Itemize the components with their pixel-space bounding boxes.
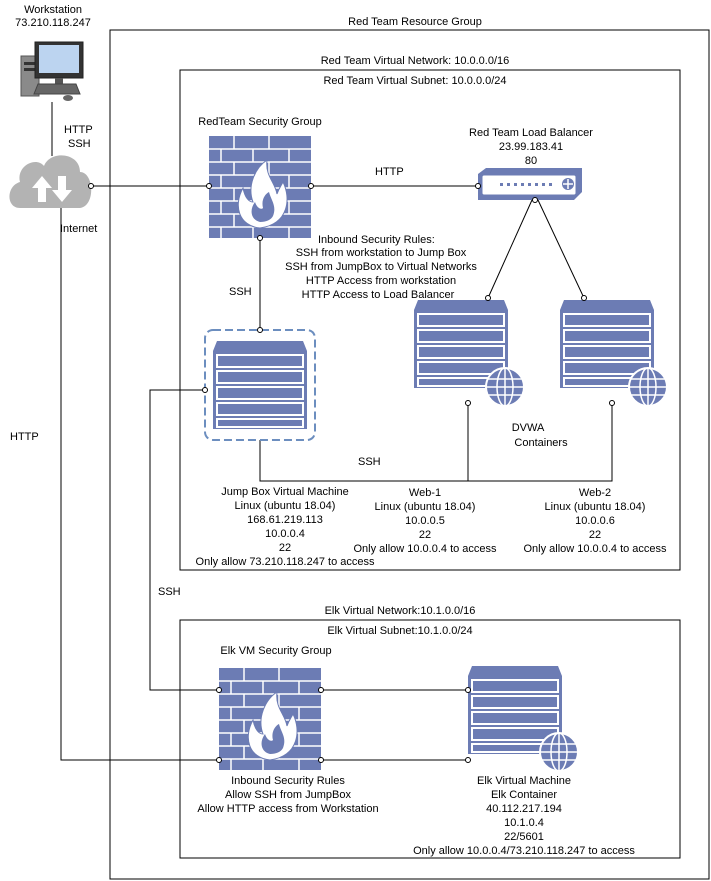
red-team-subnet-label: Red Team Virtual Subnet: 10.0.0.0/24 xyxy=(323,75,506,87)
web2-ip: 10.0.0.6 xyxy=(575,515,615,527)
lb-title: Red Team Load Balancer xyxy=(469,127,593,139)
web1-os: Linux (ubuntu 18.04) xyxy=(375,501,476,513)
jumpbox-access: Only allow 73.210.118.247 to access xyxy=(196,556,375,568)
resource-group-label: Red Team Resource Group xyxy=(348,16,482,28)
web1-access: Only allow 10.0.0.4 to access xyxy=(353,543,497,555)
elk-sg-label: Elk VM Security Group xyxy=(220,645,331,657)
connectors xyxy=(51,102,613,761)
workstation-icon xyxy=(20,41,84,101)
web1-title: Web-1 xyxy=(409,487,441,499)
elk-container-label: Elk Container xyxy=(491,789,557,801)
red-team-vnet-box xyxy=(179,69,681,571)
elk-sg-port-left-bottom xyxy=(216,757,222,763)
web1-globe-icon xyxy=(485,367,525,407)
jumpbox-os: Linux (ubuntu 18.04) xyxy=(235,500,336,512)
inbound-rule-1: SSH from workstation to Jump Box xyxy=(296,247,467,259)
web2-access: Only allow 10.0.0.4 to access xyxy=(523,543,667,555)
web2-port-bottom xyxy=(609,400,615,406)
elk-vm-details: Elk Virtual Machine Elk Container 40.112… xyxy=(413,775,635,857)
web1-port: 22 xyxy=(419,529,431,541)
lb-port: 80 xyxy=(525,155,537,167)
resource-group-box xyxy=(109,29,710,880)
web1-port-bottom xyxy=(465,400,471,406)
dvwa-label-1: DVWA xyxy=(512,422,545,434)
web2-port-top xyxy=(581,295,587,301)
ssh-label-jumpbox-web: SSH xyxy=(358,456,381,468)
lb-ip: 23.99.183.41 xyxy=(499,141,563,153)
elk-vm-port-bottom xyxy=(465,757,471,763)
sg-port-left xyxy=(206,183,212,189)
workstation-ip: 73.210.118.247 xyxy=(15,17,91,29)
jumpbox-details: Jump Box Virtual Machine Linux (ubuntu 1… xyxy=(196,486,375,568)
lb-http-label: HTTP xyxy=(375,166,404,178)
http-label-left: HTTP xyxy=(10,431,39,443)
web2-title: Web-2 xyxy=(579,487,611,499)
workstation-protocol-ssh: SSH xyxy=(68,138,91,150)
web2-globe-icon xyxy=(628,367,668,407)
ssh-label-elk: SSH xyxy=(158,586,181,598)
jumpbox-frame xyxy=(204,329,316,441)
elk-sg-port-right-top xyxy=(318,687,324,693)
ssh-label-sg-jumpbox: SSH xyxy=(229,286,252,298)
lb-port-left xyxy=(475,183,481,189)
elk-vm-private-ip: 10.1.0.4 xyxy=(504,817,544,829)
jumpbox-server-icon xyxy=(212,340,308,430)
elk-vm-public-ip: 40.112.217.194 xyxy=(486,803,562,815)
elk-rules-title: Inbound Security Rules xyxy=(231,775,345,787)
elk-sg-port-right-bottom xyxy=(318,757,324,763)
elk-vnet-label: Elk Virtual Network:10.1.0.0/16 xyxy=(325,605,476,617)
elk-rule-2: Allow HTTP access from Workstation xyxy=(197,803,378,815)
internet-cloud-icon xyxy=(9,155,92,208)
elk-firewall-icon xyxy=(218,667,322,771)
web2-os: Linux (ubuntu 18.04) xyxy=(545,501,646,513)
jumpbox-port: 22 xyxy=(279,542,291,554)
inbound-rules-title: Inbound Security Rules: xyxy=(318,234,435,246)
lb-port-bottom xyxy=(532,197,538,203)
inbound-rule-2: SSH from JumpBox to Virtual Networks xyxy=(285,261,477,273)
red-team-vnet-label: Red Team Virtual Network: 10.0.0.0/16 xyxy=(321,55,510,67)
elk-vm-ports: 22/5601 xyxy=(504,831,544,843)
web2-details: Web-2 Linux (ubuntu 18.04) 10.0.0.6 22 O… xyxy=(523,487,667,555)
workstation-title: Workstation xyxy=(24,4,82,16)
dvwa-label-2: Containers xyxy=(514,437,568,449)
elk-vm-access: Only allow 10.0.0.4/73.210.118.247 to ac… xyxy=(413,845,635,857)
inbound-rule-3: HTTP Access from workstation xyxy=(306,275,456,287)
elk-subnet-label: Elk Virtual Subnet:10.1.0.0/24 xyxy=(327,625,472,637)
sg-port-right xyxy=(308,183,314,189)
load-balancer-icon xyxy=(478,168,582,200)
redteam-sg-label: RedTeam Security Group xyxy=(198,116,322,128)
elk-rule-1: Allow SSH from JumpBox xyxy=(225,789,351,801)
workstation-protocol-http: HTTP xyxy=(64,124,93,136)
elk-globe-icon xyxy=(539,732,579,772)
elk-vm-port-top xyxy=(465,687,471,693)
elk-vm-title: Elk Virtual Machine xyxy=(477,775,571,787)
cloud-port xyxy=(88,183,94,189)
jumpbox-public-ip: 168.61.219.113 xyxy=(247,514,323,526)
inbound-rule-4: HTTP Access to Load Balancer xyxy=(302,289,455,301)
jumpbox-title: Jump Box Virtual Machine xyxy=(221,486,349,498)
redteam-firewall-icon xyxy=(208,135,312,239)
jumpbox-private-ip: 10.0.0.4 xyxy=(265,528,305,540)
inbound-rules-text: Inbound Security Rules: SSH from worksta… xyxy=(285,234,477,301)
sg-port-bottom xyxy=(257,235,263,241)
web1-port-top xyxy=(485,295,491,301)
elk-sg-port-left-top xyxy=(216,687,222,693)
elk-inbound-rules: Inbound Security Rules Allow SSH from Ju… xyxy=(197,775,378,815)
web2-port: 22 xyxy=(589,529,601,541)
web1-details: Web-1 Linux (ubuntu 18.04) 10.0.0.5 22 O… xyxy=(353,487,497,555)
elk-vnet-box xyxy=(179,619,681,859)
jumpbox-port-left xyxy=(202,387,208,393)
jumpbox-port-top xyxy=(257,327,263,333)
web1-ip: 10.0.0.5 xyxy=(405,515,445,527)
internet-label: Internet xyxy=(60,223,97,235)
